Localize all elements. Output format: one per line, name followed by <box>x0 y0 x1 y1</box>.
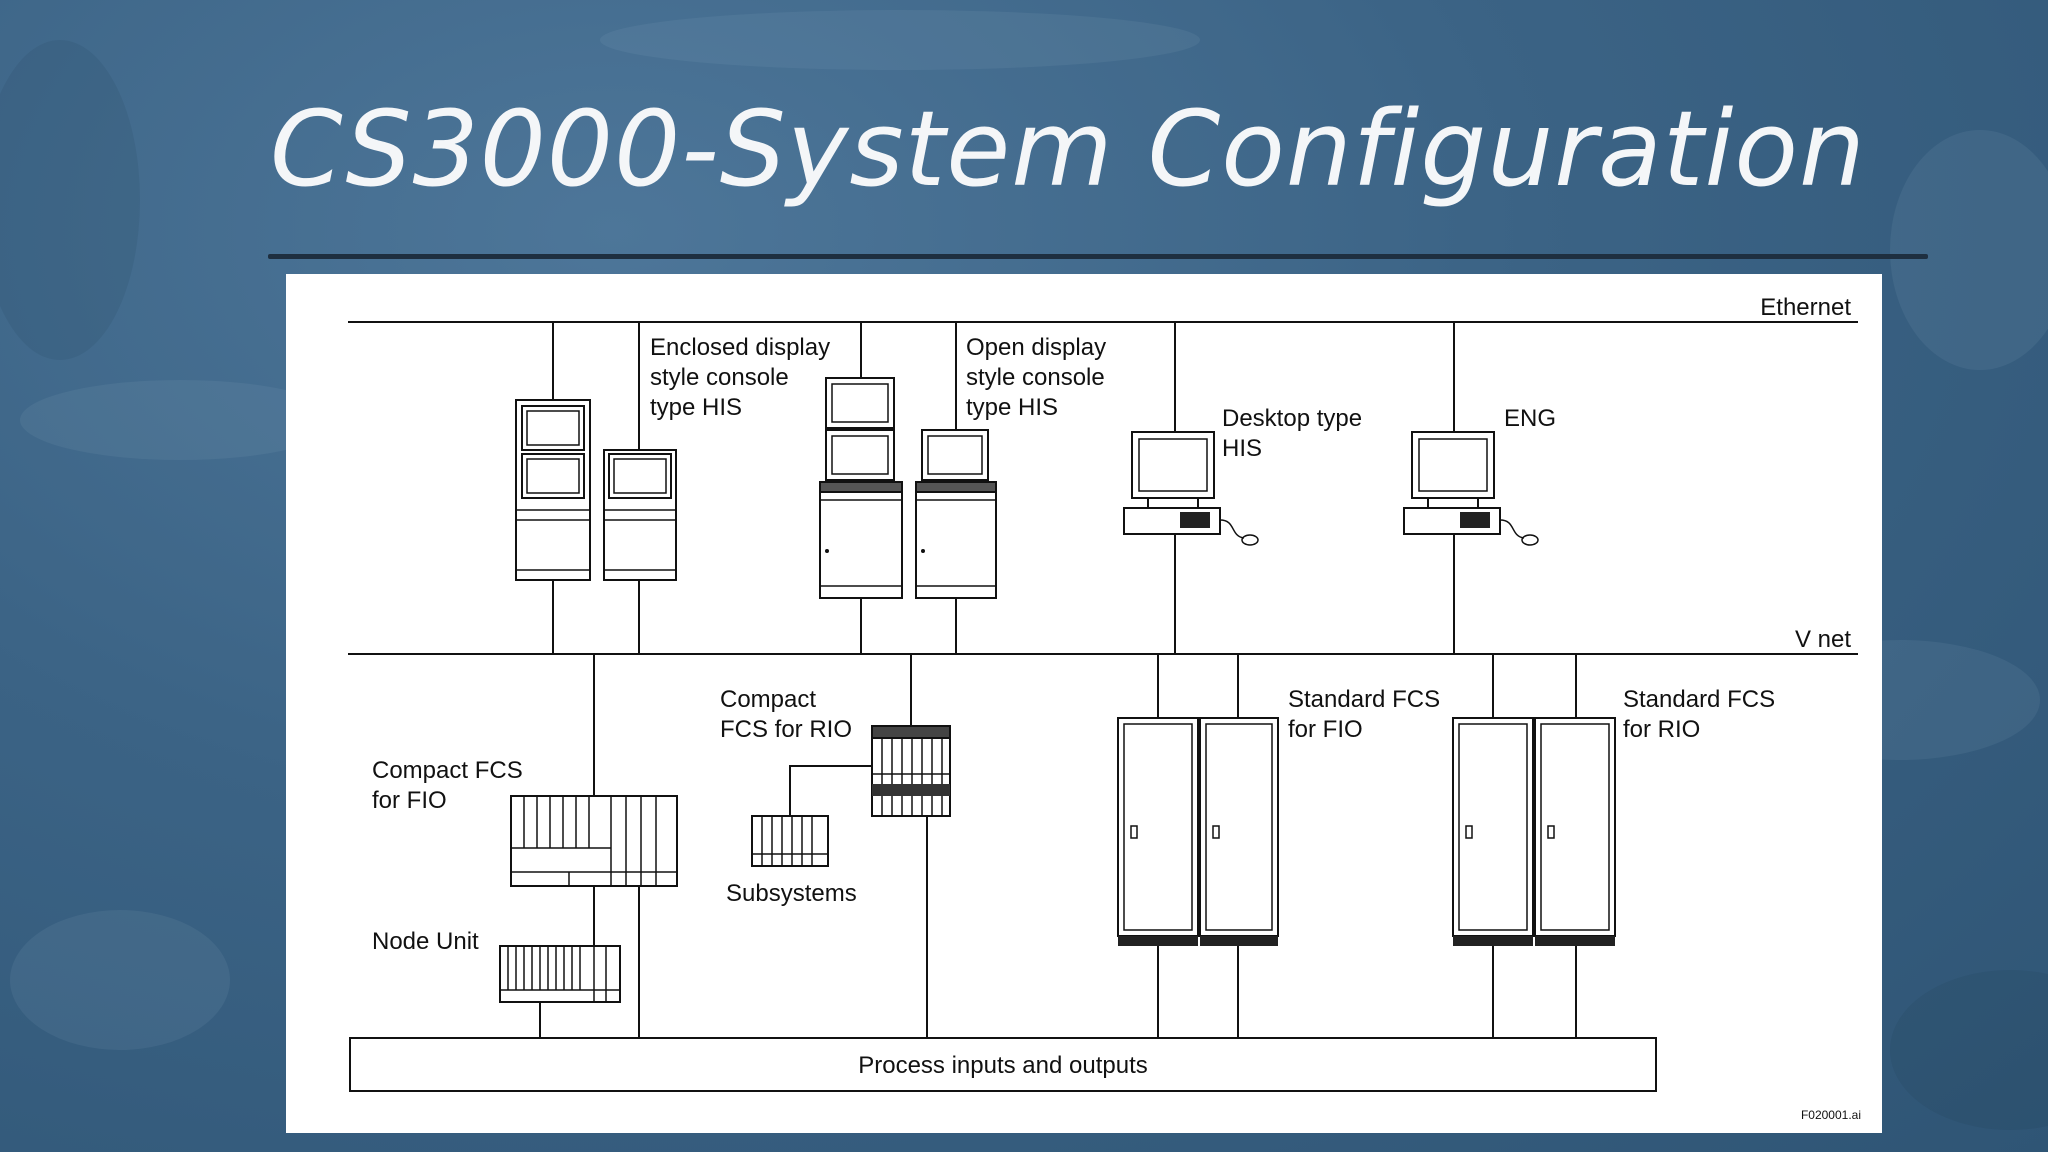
open-console-label-1: Open display <box>966 334 1106 361</box>
standard-fcs-rio-label-1: Standard FCS <box>1623 686 1775 713</box>
compact-fcs-rio <box>789 654 951 1038</box>
enclosed-console-label-2: style console <box>650 364 789 391</box>
open-console-his <box>819 322 997 654</box>
title-underline <box>268 254 1928 259</box>
ethernet-label: Ethernet <box>1760 294 1851 321</box>
node-unit-label: Node Unit <box>372 928 479 955</box>
process-io-box <box>349 1037 1657 1092</box>
compact-fcs-rio-label-1: Compact <box>720 686 816 713</box>
standard-fcs-fio <box>1117 654 1279 1038</box>
enclosed-console-label-3: type HIS <box>650 394 742 421</box>
vnet-label: V net <box>1795 626 1851 653</box>
compact-fcs-fio <box>510 654 678 1038</box>
compact-fcs-fio-label-1: Compact FCS <box>372 757 523 784</box>
desktop-his-label-1: Desktop type <box>1222 405 1362 432</box>
enclosed-console-label-1: Enclosed display <box>650 334 830 361</box>
enclosed-console-his <box>515 322 677 654</box>
subsystems-label: Subsystems <box>726 880 857 907</box>
slide-title: CS3000-System Configuration <box>270 88 1866 210</box>
standard-fcs-fio-label-2: for FIO <box>1288 716 1363 743</box>
figure-id: F020001.ai <box>1801 1108 1861 1122</box>
eng-workstation <box>1403 322 1539 654</box>
open-console-label-3: type HIS <box>966 394 1058 421</box>
desktop-his <box>1123 322 1259 654</box>
standard-fcs-fio-label-1: Standard FCS <box>1288 686 1440 713</box>
compact-fcs-rio-label-2: FCS for RIO <box>720 716 852 743</box>
standard-fcs-rio <box>1452 654 1616 1038</box>
open-console-label-2: style console <box>966 364 1105 391</box>
process-io-label: Process inputs and outputs <box>858 1052 1148 1079</box>
node-unit <box>499 886 621 1038</box>
eng-label: ENG <box>1504 405 1556 432</box>
compact-fcs-fio-label-2: for FIO <box>372 787 447 814</box>
standard-fcs-rio-label-2: for RIO <box>1623 716 1700 743</box>
subsystems-unit <box>751 815 829 867</box>
system-configuration-diagram: Ethernet V net Enclosed display style co… <box>286 274 1882 1133</box>
desktop-his-label-2: HIS <box>1222 435 1262 462</box>
